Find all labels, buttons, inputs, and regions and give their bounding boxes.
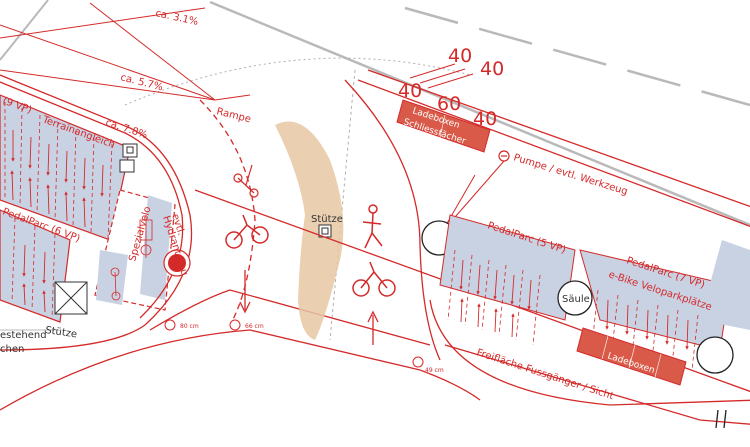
slope-label-1: ca. 3.1% <box>154 8 199 28</box>
column-circle-2 <box>696 336 734 374</box>
speed-40-b: 40 <box>480 58 504 80</box>
speed-hatch <box>409 63 474 89</box>
hydrant-icon <box>163 249 191 277</box>
stuetze-left-label: Stütze <box>45 325 78 340</box>
grey-road-lines <box>0 0 750 331</box>
bestehend-label-2: chen <box>0 344 24 355</box>
stuetze-middle-label: Stütze <box>311 214 343 225</box>
scooter-icon <box>233 164 259 198</box>
right-parking-zone <box>439 214 750 371</box>
bicycle-icon <box>225 214 269 249</box>
support-boxes-left <box>119 143 138 173</box>
pump-lead-2 <box>441 174 476 233</box>
arrow-down-icons <box>239 270 251 314</box>
slope-lines <box>0 2 251 101</box>
support-column-icon <box>54 281 88 315</box>
dimension-49: 49 cm <box>425 367 444 374</box>
middle-support <box>318 224 332 238</box>
pedestrian-icon <box>362 204 383 249</box>
spezialvelo-zone <box>94 189 176 311</box>
ladeboxen-top <box>396 99 491 153</box>
dotted-grey-arc <box>124 57 471 106</box>
arrow-up-icon <box>367 310 379 345</box>
speed-60: 60 <box>437 93 461 115</box>
bicycle-icon-2 <box>352 261 396 297</box>
left-parking-zone <box>0 94 131 323</box>
dimension-80: 80 cm <box>180 323 199 330</box>
pump-icon <box>498 150 510 162</box>
rampe-label: Rampe <box>215 106 252 125</box>
speed-40-a: 40 <box>448 45 472 67</box>
bestehend-label-1: estehend <box>0 330 47 341</box>
saeule-circle <box>557 280 593 316</box>
saeule-label: Säule <box>562 294 590 305</box>
dimension-66: 66 cm <box>245 323 264 330</box>
speed-40-d: 40 <box>473 108 497 130</box>
speed-40-c: 40 <box>398 80 422 102</box>
curve-lines-right <box>194 69 750 425</box>
dimension-markers <box>164 319 424 368</box>
ladeboxen-bottom <box>576 327 687 386</box>
curve-lines-left <box>0 74 481 411</box>
bollards <box>715 409 727 429</box>
